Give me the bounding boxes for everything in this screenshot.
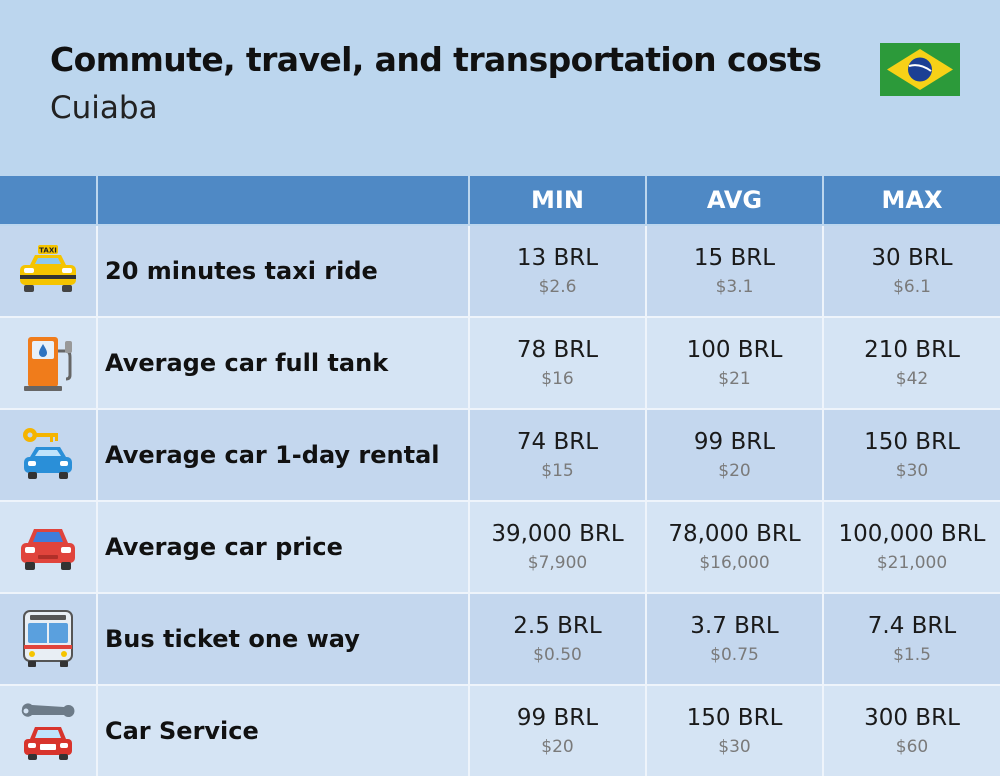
brazil-flag-icon (880, 43, 960, 96)
table-row: Average car 1-day rental 74 BRL $15 99 B… (0, 410, 1000, 502)
min-usd: $2.6 (538, 277, 577, 297)
min-cell: 78 BRL $16 (470, 318, 647, 410)
avg-brl: 78,000 BRL (668, 521, 801, 547)
avg-usd: $3.1 (715, 277, 754, 297)
row-label: Bus ticket one way (98, 594, 470, 686)
table-row: Average car price 39,000 BRL $7,900 78,0… (0, 502, 1000, 594)
max-usd: $30 (895, 461, 929, 481)
min-cell: 39,000 BRL $7,900 (470, 502, 647, 594)
city-name: Cuiaba (50, 90, 158, 126)
car-service-icon (0, 686, 98, 776)
max-brl: 7.4 BRL (867, 613, 957, 639)
min-cell: 99 BRL $20 (470, 686, 647, 776)
max-brl: 300 BRL (864, 705, 960, 731)
max-usd: $6.1 (893, 277, 931, 297)
avg-brl: 3.7 BRL (690, 613, 779, 639)
max-brl: 100,000 BRL (838, 521, 986, 547)
avg-usd: $21 (718, 369, 751, 389)
min-usd: $7,900 (527, 553, 588, 573)
avg-brl: 150 BRL (686, 705, 783, 731)
max-usd: $1.5 (893, 645, 931, 665)
table-row: TAXI 20 minutes taxi ride 13 BRL $2.6 15… (0, 226, 1000, 318)
page-header: Commute, travel, and transportation cost… (0, 0, 1000, 176)
avg-brl: 99 BRL (693, 429, 776, 455)
row-label: Average car 1-day rental (98, 410, 470, 502)
min-brl: 99 BRL (516, 705, 599, 731)
min-cell: 2.5 BRL $0.50 (470, 594, 647, 686)
avg-brl: 100 BRL (686, 337, 783, 363)
avg-usd: $16,000 (699, 553, 770, 573)
max-cell: 100,000 BRL $21,000 (824, 502, 1000, 594)
avg-usd: $0.75 (710, 645, 759, 665)
max-brl: 150 BRL (864, 429, 960, 455)
row-label: 20 minutes taxi ride (98, 226, 470, 318)
min-brl: 74 BRL (516, 429, 599, 455)
min-brl: 78 BRL (516, 337, 599, 363)
header-min: MIN (470, 176, 647, 226)
avg-brl: 15 BRL (693, 245, 776, 271)
avg-cell: 3.7 BRL $0.75 (647, 594, 824, 686)
header-max: MAX (824, 176, 1000, 226)
header-label-cell (98, 176, 470, 226)
header-avg: AVG (647, 176, 824, 226)
avg-cell: 150 BRL $30 (647, 686, 824, 776)
max-usd: $21,000 (876, 553, 948, 573)
min-usd: $16 (541, 369, 574, 389)
max-cell: 30 BRL $6.1 (824, 226, 1000, 318)
min-brl: 13 BRL (516, 245, 599, 271)
min-cell: 74 BRL $15 (470, 410, 647, 502)
table-row: Car Service 99 BRL $20 150 BRL $30 300 B… (0, 686, 1000, 776)
avg-cell: 78,000 BRL $16,000 (647, 502, 824, 594)
taxi-icon: TAXI (0, 226, 98, 318)
min-usd: $20 (541, 737, 574, 757)
table-header-row: MIN AVG MAX (0, 176, 1000, 226)
max-usd: $42 (895, 369, 929, 389)
min-cell: 13 BRL $2.6 (470, 226, 647, 318)
max-usd: $60 (895, 737, 929, 757)
max-brl: 210 BRL (864, 337, 960, 363)
avg-cell: 99 BRL $20 (647, 410, 824, 502)
row-label: Average car price (98, 502, 470, 594)
avg-cell: 100 BRL $21 (647, 318, 824, 410)
avg-cell: 15 BRL $3.1 (647, 226, 824, 318)
header-icon-cell (0, 176, 98, 226)
bus-icon (0, 594, 98, 686)
min-brl: 2.5 BRL (513, 613, 602, 639)
row-label: Car Service (98, 686, 470, 776)
page-title: Commute, travel, and transportation cost… (50, 40, 822, 79)
car-icon (0, 502, 98, 594)
svg-text:TAXI: TAXI (39, 247, 57, 255)
avg-usd: $20 (718, 461, 751, 481)
fuel-pump-icon (0, 318, 98, 410)
max-cell: 150 BRL $30 (824, 410, 1000, 502)
min-usd: $15 (541, 461, 574, 481)
table-row: Bus ticket one way 2.5 BRL $0.50 3.7 BRL… (0, 594, 1000, 686)
car-rental-icon (0, 410, 98, 502)
table-row: Average car full tank 78 BRL $16 100 BRL… (0, 318, 1000, 410)
max-cell: 7.4 BRL $1.5 (824, 594, 1000, 686)
max-cell: 210 BRL $42 (824, 318, 1000, 410)
row-label: Average car full tank (98, 318, 470, 410)
avg-usd: $30 (718, 737, 751, 757)
min-usd: $0.50 (533, 645, 582, 665)
cost-table: MIN AVG MAX TAXI 20 minutes taxi ride 13… (0, 176, 1000, 776)
max-brl: 30 BRL (871, 245, 953, 271)
min-brl: 39,000 BRL (491, 521, 624, 547)
max-cell: 300 BRL $60 (824, 686, 1000, 776)
